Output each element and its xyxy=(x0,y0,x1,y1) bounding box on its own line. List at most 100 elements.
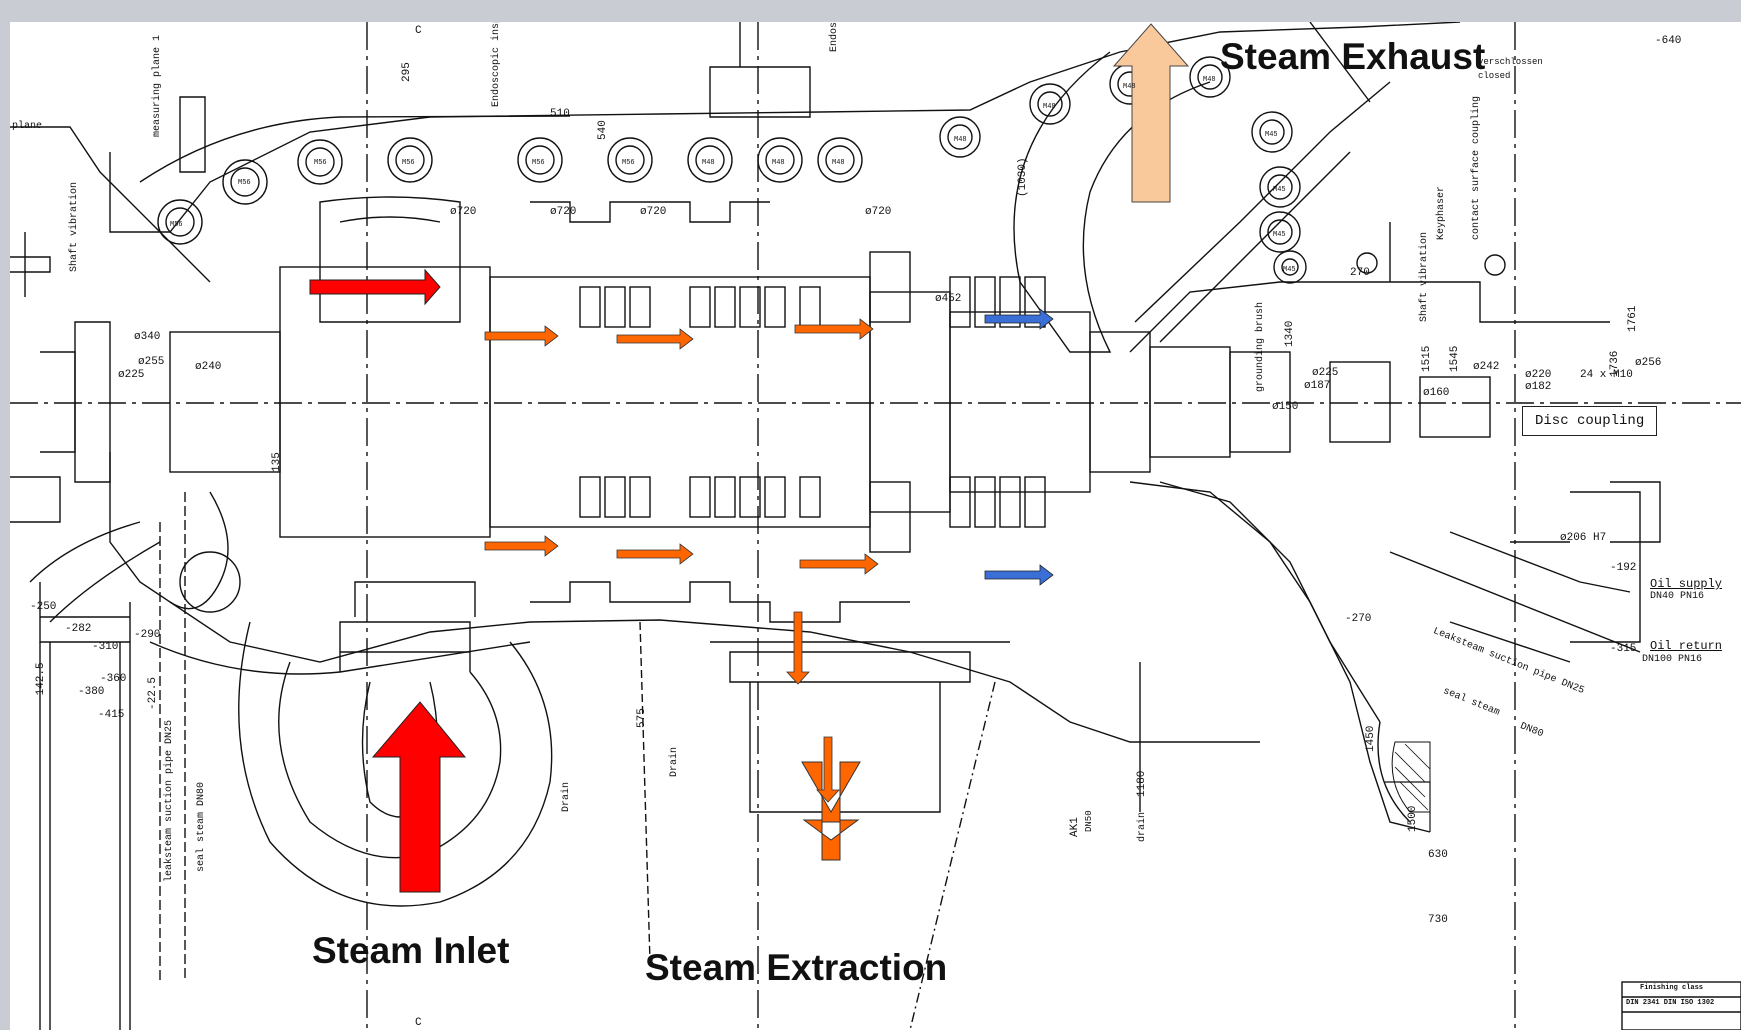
dim: -192 xyxy=(1610,562,1637,574)
measuring-plane-label: measuring plane 1 xyxy=(152,34,163,137)
dim: 730 xyxy=(1428,914,1448,926)
steam-extraction-arrow xyxy=(801,761,861,823)
steam-extraction-label: Steam Extraction xyxy=(645,947,948,988)
drain-label-1: Drain xyxy=(561,781,572,812)
dim: ø206 H7 xyxy=(1560,532,1607,544)
oil-return-dn: DN100 PN16 xyxy=(1642,654,1703,665)
dim: 1340 xyxy=(1284,320,1296,347)
dim: 135 xyxy=(271,452,283,472)
seal-flow-arrow xyxy=(984,564,1054,586)
steam-exhaust-arrow xyxy=(1112,23,1190,203)
bolt-label: M45 xyxy=(1273,186,1286,194)
bolt-label: M48 xyxy=(1203,76,1216,84)
dim: ø720 xyxy=(640,206,667,218)
inlet-arrow-upper xyxy=(309,268,441,306)
bolt-label: M48 xyxy=(702,159,715,167)
dim: ø256 xyxy=(1635,357,1662,369)
dim: -142.5 xyxy=(35,662,47,702)
ak1-label: AK1 xyxy=(1069,817,1081,837)
flow-arrows xyxy=(309,23,1190,893)
dim: -310 xyxy=(92,641,119,653)
dim: 1500 xyxy=(1407,805,1419,832)
drain-label-3: drain xyxy=(1137,811,1148,842)
steam-exhaust-label: Steam Exhaust xyxy=(1220,36,1486,77)
steam-inlet-arrow xyxy=(371,701,467,893)
bolt-label: M48 xyxy=(1123,83,1136,91)
dn50-label: DN50 xyxy=(1084,810,1094,832)
extraction-flange xyxy=(729,651,971,683)
flow-arrow xyxy=(616,543,694,565)
contact-surface-label: contact surface coupling xyxy=(1471,95,1482,240)
dim: 575 xyxy=(636,708,648,728)
endosko-label: Endosko xyxy=(829,22,840,52)
dim: ø255 xyxy=(138,356,165,368)
bolt-label: M56 xyxy=(170,221,183,229)
drawing-sheet: Steam Exhaust Steam Inlet Steam Extracti… xyxy=(10,22,1741,1030)
bolt-label: M48 xyxy=(832,159,845,167)
dim: ø720 xyxy=(450,206,477,218)
bolt-label: M45 xyxy=(1273,231,1286,239)
dim: -290 xyxy=(134,629,161,641)
dim: ø220 xyxy=(1525,369,1552,381)
keyphaser-label: Keyphaser xyxy=(1436,185,1447,240)
bolt-label: M56 xyxy=(622,159,635,167)
dim: ø225 xyxy=(118,369,145,381)
leaksteam-left-label: leaksteam suction pipe DN25 xyxy=(164,719,175,882)
dim: 1450 xyxy=(1365,725,1377,752)
dim: ø187 xyxy=(1304,380,1331,392)
dim: ø720 xyxy=(550,206,577,218)
seal-steam-left-label: seal steam DN80 xyxy=(196,781,207,872)
verschlossen-label: verschlossen xyxy=(1478,57,1543,67)
dim: -315 xyxy=(1610,643,1637,655)
bolt-label: M56 xyxy=(238,179,251,187)
shaft-vibration-left: Shaft vibration xyxy=(69,181,80,272)
dim: -270 xyxy=(1345,613,1372,625)
dim: 1180 xyxy=(1136,770,1148,797)
dim: -415 xyxy=(98,709,125,721)
bolt-label: M48 xyxy=(954,136,967,144)
dim: 1515 xyxy=(1421,345,1433,372)
dim: 1545 xyxy=(1449,345,1461,372)
dim: 270 xyxy=(1350,267,1370,279)
dim: 510 xyxy=(550,108,570,120)
dim: 630 xyxy=(1428,849,1448,861)
flow-arrow xyxy=(484,535,559,557)
shaft-vibration-right: Shaft vibration xyxy=(1419,231,1430,322)
dim: -360 xyxy=(100,673,127,685)
dim: 540 xyxy=(597,120,609,140)
dim: ø242 xyxy=(1473,361,1500,373)
bolt-label: M56 xyxy=(402,159,415,167)
endoscopic-inspect-label: Endoscopic inspect xyxy=(491,22,502,107)
grounding-brush-label: grounding brush xyxy=(1255,301,1266,392)
dim: ø340 xyxy=(134,331,161,343)
closed-label: closed xyxy=(1478,71,1511,81)
dim: 1736 xyxy=(1609,350,1621,377)
plane-label: plane xyxy=(12,121,43,132)
bolt-label: M45 xyxy=(1265,131,1278,139)
drain-label-2: Drain xyxy=(669,746,680,777)
dim: ø240 xyxy=(195,361,222,373)
dim: ø452 xyxy=(935,293,962,305)
blade-stages-bottom xyxy=(579,476,1046,553)
oil-supply-label: Oil supply xyxy=(1650,577,1723,591)
dim: -640 xyxy=(1655,35,1682,47)
dim: 1761 xyxy=(1627,305,1639,332)
dim: ø150 xyxy=(1272,401,1299,413)
dim: -250 xyxy=(30,601,57,613)
seal-flow-arrow xyxy=(984,308,1054,330)
flow-arrow xyxy=(616,328,694,350)
disc-coupling-label: Disc coupling xyxy=(1522,406,1658,436)
dim: ø182 xyxy=(1525,381,1552,393)
flow-arrow xyxy=(786,611,810,685)
blade-stages-top xyxy=(579,251,1046,328)
dim: -282 xyxy=(65,623,92,635)
rotor-hub xyxy=(279,266,491,538)
flow-arrow xyxy=(799,553,879,575)
section-c-bottom: C xyxy=(415,1017,422,1029)
bolt-label: M56 xyxy=(532,159,545,167)
flow-arrow xyxy=(484,325,559,347)
dim: (1030) xyxy=(1017,157,1029,197)
dim: ø225 xyxy=(1312,367,1339,379)
oil-supply-dn: DN40 PN16 xyxy=(1650,591,1705,602)
dim: -380 xyxy=(78,686,105,698)
